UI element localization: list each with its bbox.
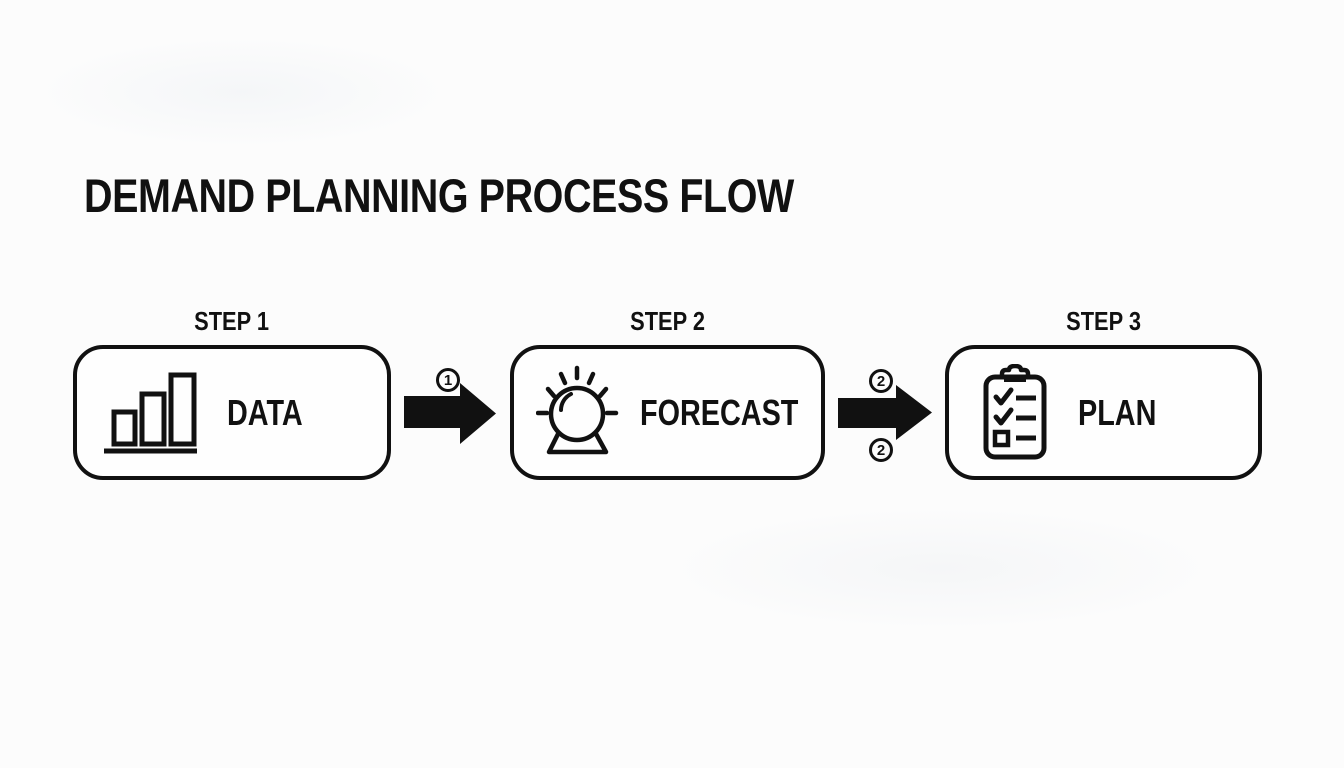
arrow-1-badge: 1 — [436, 368, 460, 392]
step-2-label: STEP 2 — [630, 306, 705, 336]
step-3-box: PLAN — [945, 345, 1262, 480]
page-title-text: DEMAND PLANNING PROCESS FLOW — [84, 169, 794, 222]
step-3-label: STEP 3 — [1066, 306, 1141, 336]
step-1-label: STEP 1 — [194, 306, 270, 336]
crystal-ball-icon — [536, 365, 619, 454]
arrow-2-icon — [838, 385, 932, 440]
page-title: DEMAND PLANNING PROCESS FLOW — [84, 172, 929, 219]
clipboard-checklist-icon — [983, 363, 1047, 459]
step-1-box: DATA — [73, 345, 391, 480]
arrow-2-badge-bottom: 2 — [869, 438, 893, 462]
step-1-title: DATA — [227, 391, 303, 433]
step-2-box: FORECAST — [510, 345, 825, 480]
arrow-1-icon — [404, 383, 496, 444]
step-2-title: FORECAST — [640, 391, 799, 433]
bar-chart-icon — [104, 372, 197, 453]
arrow-2-badge-top: 2 — [869, 369, 893, 393]
step-3-title: PLAN — [1078, 391, 1157, 433]
